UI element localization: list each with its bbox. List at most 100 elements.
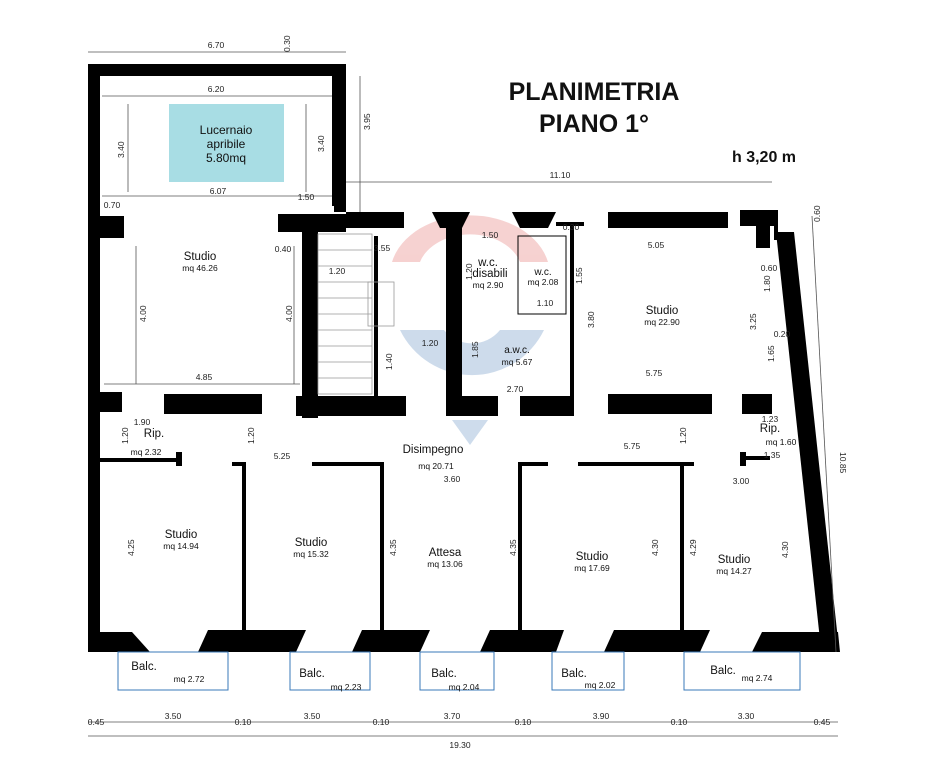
wc-partition <box>517 235 567 315</box>
balcony-4-name: Balc. <box>561 668 587 680</box>
room-rip-w-name: Rip. <box>144 428 164 440</box>
room-wc-name: w.c. <box>533 267 551 278</box>
dim-270: 2.70 <box>507 384 524 394</box>
dim-165: 1.65 <box>766 345 776 362</box>
balcony-1-name: Balc. <box>131 661 157 673</box>
dim-185: 1.85 <box>470 341 480 358</box>
dim-380: 3.80 <box>586 311 596 328</box>
plan-title-line2: PIANO 1° <box>539 110 649 138</box>
dim-070: 0.70 <box>104 200 121 210</box>
dim-b-350b: 3.50 <box>304 711 321 721</box>
dim-b-330: 3.30 <box>738 711 755 721</box>
room-wc-area: mq 2.08 <box>528 277 559 287</box>
skylight-area: 5.80mq <box>206 151 246 165</box>
balcony-5 <box>683 651 801 691</box>
dim-430b: 4.30 <box>780 541 790 558</box>
room-studio-s1-name: Studio <box>165 529 198 541</box>
dim-430a: 4.30 <box>650 539 660 556</box>
balcony-4 <box>551 651 625 691</box>
balcony-2-area: mq 2.23 <box>331 682 362 692</box>
dim-190: 1.90 <box>134 417 151 427</box>
balcony-2 <box>289 651 371 691</box>
watermark-logo <box>392 215 548 445</box>
room-attesa-name: Attesa <box>429 547 462 559</box>
dim-b-390: 3.90 <box>593 711 610 721</box>
room-awc-name: a.w.c. <box>504 345 530 356</box>
dim-b-010d: 0.10 <box>671 717 688 727</box>
dim-123: 1.23 <box>762 414 779 424</box>
dim-b-010b: 0.10 <box>373 717 390 727</box>
dim-b-045b: 0.45 <box>814 717 831 727</box>
dim-505: 5.05 <box>648 240 665 250</box>
dim-155: 1.55 <box>574 267 584 284</box>
dim-top-670: 6.70 <box>208 40 225 50</box>
room-studio-ne-area: mq 22.90 <box>644 317 680 327</box>
dim-top-395: 3.95 <box>362 113 372 130</box>
dim-429: 4.29 <box>688 539 698 556</box>
dim-180: 1.80 <box>762 275 772 292</box>
dim-435a: 4.35 <box>388 539 398 556</box>
room-disimpegno-name: Disimpegno <box>403 444 464 456</box>
dim-sky-620: 6.20 <box>208 84 225 94</box>
room-attesa-area: mq 13.06 <box>427 559 463 569</box>
dim-575a: 5.75 <box>646 368 663 378</box>
dim-355: 3.55 <box>374 243 391 253</box>
room-wc-disabili-name2: disabili <box>472 268 507 280</box>
dim-120e: 1.20 <box>246 427 256 444</box>
room-disimpegno-area: mq 20.71 <box>418 461 454 471</box>
dim-360: 3.60 <box>444 474 461 484</box>
room-rip-w-area: mq 2.32 <box>131 447 162 457</box>
balcony-4-area: mq 2.02 <box>585 680 616 690</box>
dim-sky-607: 6.07 <box>210 186 227 196</box>
dim-120a: 1.20 <box>329 266 346 276</box>
room-studio-s3-area: mq 17.69 <box>574 563 610 573</box>
dim-525: 5.25 <box>274 451 291 461</box>
dim-top-030: 0.30 <box>282 35 292 52</box>
room-studio-s1-area: mq 14.94 <box>163 541 199 551</box>
room-wc-disabili-area: mq 2.90 <box>473 280 504 290</box>
staircase <box>317 233 395 395</box>
dim-b-045a: 0.45 <box>88 717 105 727</box>
dim-135: 1.35 <box>764 450 781 460</box>
dim-325: 3.25 <box>748 313 758 330</box>
dim-b-1930: 19.30 <box>449 740 471 750</box>
dim-140: 1.40 <box>384 353 394 370</box>
room-studio-s3-name: Studio <box>576 551 609 563</box>
skylight-rect <box>169 104 284 182</box>
dim-150a: 1.50 <box>298 192 315 202</box>
dim-120d: 1.20 <box>120 427 130 444</box>
walls <box>88 64 840 652</box>
dim-485: 4.85 <box>196 372 213 382</box>
dim-sky-340b: 3.40 <box>316 135 326 152</box>
room-studio-nw-name: Studio <box>184 251 217 263</box>
dim-435b: 4.35 <box>508 539 518 556</box>
dim-1110: 11.10 <box>550 170 571 180</box>
balcony-3 <box>419 651 495 691</box>
dim-400b: 4.00 <box>284 305 294 322</box>
dim-b-370: 3.70 <box>444 711 461 721</box>
balcony-2-name: Balc. <box>299 668 325 680</box>
dim-120c: 1.20 <box>422 338 439 348</box>
room-studio-s4-name: Studio <box>718 554 751 566</box>
balcony-3-name: Balc. <box>431 668 457 680</box>
room-studio-s4-area: mq 14.27 <box>716 566 752 576</box>
dim-400a: 4.00 <box>138 305 148 322</box>
dim-030b: 0.30 <box>563 222 580 232</box>
height-label: h 3,20 m <box>732 149 796 166</box>
dim-sky-340a: 3.40 <box>116 141 126 158</box>
plan-title-line1: PLANIMETRIA <box>509 78 680 106</box>
room-studio-ne-name: Studio <box>646 305 679 317</box>
room-awc-area: mq 5.67 <box>502 357 533 367</box>
dim-110: 1.10 <box>537 298 554 308</box>
balcony-3-area: mq 2.04 <box>449 682 480 692</box>
balcony-1-area: mq 2.72 <box>174 674 205 684</box>
dim-b-350a: 3.50 <box>165 711 182 721</box>
room-wc-disabili-name: w.c. <box>477 257 498 269</box>
dim-120b: 1.20 <box>464 263 474 280</box>
room-rip-e-area: mq 1.60 <box>766 437 797 447</box>
room-rip-e-name: Rip. <box>760 423 780 435</box>
dim-425: 4.25 <box>126 539 136 556</box>
balcony-5-name: Balc. <box>710 665 736 677</box>
dim-020: 0.20 <box>774 329 791 339</box>
